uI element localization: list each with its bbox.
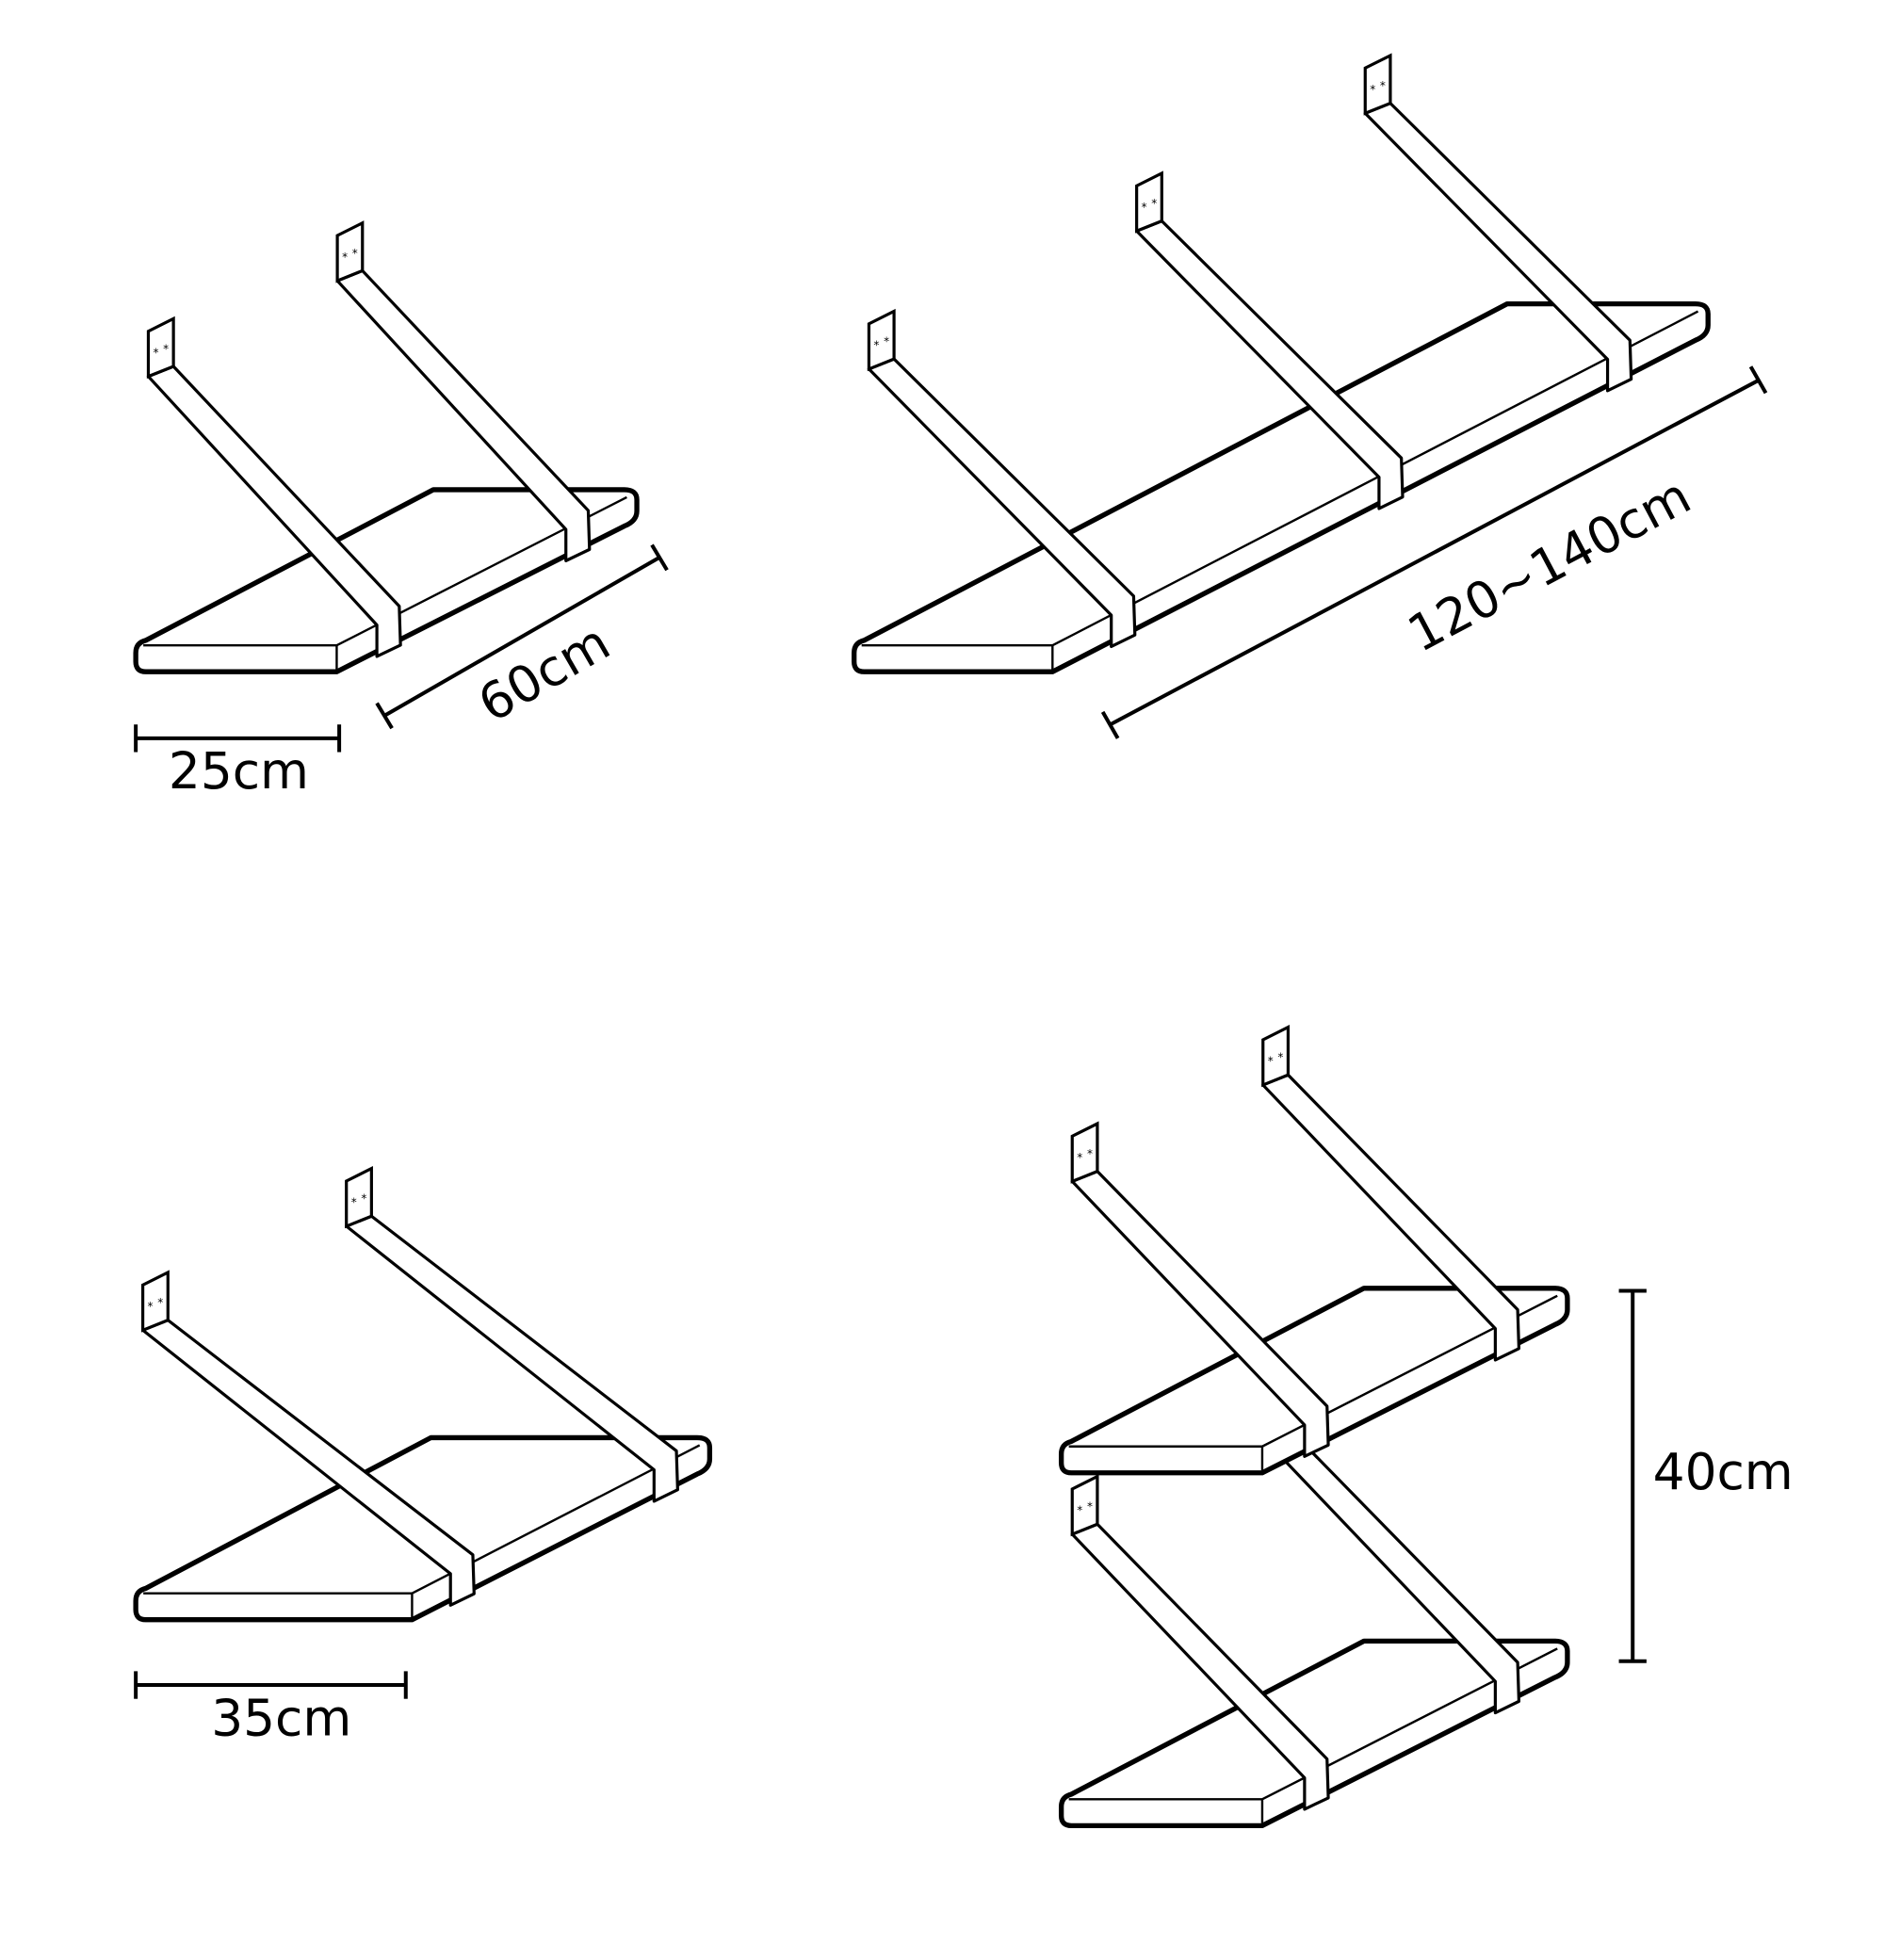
screw-hole-icon: * bbox=[351, 1196, 357, 1209]
dimension-label-120-140cm: 120~140cm bbox=[1399, 466, 1700, 663]
screw-hole-icon: * bbox=[873, 338, 879, 351]
mounting-plate bbox=[1261, 1025, 1291, 1088]
screw-hole-icon: * bbox=[352, 247, 358, 260]
shelf-board bbox=[133, 487, 640, 674]
screw-hole-icon: * bbox=[1087, 1500, 1093, 1514]
screw-hole-icon: * bbox=[1142, 201, 1147, 214]
dimension-label-60cm: 60cm bbox=[469, 613, 620, 734]
dimension-35cm bbox=[134, 1671, 408, 1699]
dimension-60cm bbox=[375, 543, 669, 730]
screw-hole-icon: * bbox=[1277, 1051, 1283, 1064]
screw-hole-icon: * bbox=[153, 346, 158, 359]
screw-hole-icon: * bbox=[1268, 1055, 1274, 1068]
screw-hole-icon: * bbox=[1077, 1504, 1082, 1517]
wall-bracket: ** bbox=[1261, 1025, 1521, 1362]
screw-hole-icon: * bbox=[1370, 83, 1375, 96]
dimension-40cm bbox=[1618, 1288, 1647, 1663]
shelf-board bbox=[1058, 1638, 1570, 1829]
wall-bracket: ** bbox=[867, 308, 1137, 649]
mounting-plate bbox=[867, 308, 896, 372]
mounting-plate bbox=[345, 1166, 373, 1229]
screw-hole-icon: * bbox=[1151, 197, 1157, 210]
screw-hole-icon: * bbox=[148, 1300, 154, 1313]
shelf-120-140cm: ****** bbox=[852, 53, 1711, 674]
mounting-plate bbox=[1070, 1121, 1099, 1184]
mounting-plate bbox=[141, 1270, 170, 1333]
shelf-60cm: **** bbox=[133, 220, 640, 674]
mounting-plate bbox=[1363, 53, 1392, 116]
dimension-label-35cm: 35cm bbox=[211, 1689, 351, 1747]
wall-bracket: ** bbox=[1070, 1121, 1330, 1458]
wall-bracket: ** bbox=[146, 316, 402, 658]
shelf-35cm-deep: **** bbox=[133, 1166, 713, 1623]
shelf-board bbox=[852, 300, 1711, 674]
screw-hole-icon: * bbox=[884, 334, 889, 348]
shelf-double-lower: ** bbox=[1058, 1426, 1570, 1829]
shelf-double-upper: **** bbox=[1058, 1025, 1570, 1476]
wall-bracket: ** bbox=[345, 1166, 679, 1503]
dimension-label-40cm: 40cm bbox=[1653, 1443, 1794, 1501]
shelf-board bbox=[1058, 1286, 1570, 1476]
dimension-25cm bbox=[134, 724, 342, 753]
screw-hole-icon: * bbox=[361, 1192, 366, 1206]
wall-bracket: ** bbox=[1070, 1474, 1330, 1811]
mounting-plate bbox=[146, 316, 175, 380]
dimension-120-140cm bbox=[1100, 365, 1768, 739]
screw-hole-icon: * bbox=[1077, 1151, 1082, 1164]
wall-bracket: ** bbox=[335, 220, 592, 562]
screw-hole-icon: * bbox=[1380, 79, 1386, 92]
wall-bracket: ** bbox=[141, 1270, 476, 1607]
wall-bracket: ** bbox=[1363, 53, 1633, 393]
wall-bracket: ** bbox=[1135, 170, 1405, 510]
dimension-label-25cm: 25cm bbox=[169, 742, 309, 801]
screw-hole-icon: * bbox=[163, 342, 169, 355]
screw-hole-icon: * bbox=[1087, 1147, 1093, 1160]
mounting-plate bbox=[1135, 170, 1163, 234]
mounting-plate bbox=[1070, 1474, 1099, 1537]
screw-hole-icon: * bbox=[342, 251, 348, 264]
mounting-plate bbox=[335, 220, 365, 283]
screw-hole-icon: * bbox=[157, 1296, 163, 1309]
